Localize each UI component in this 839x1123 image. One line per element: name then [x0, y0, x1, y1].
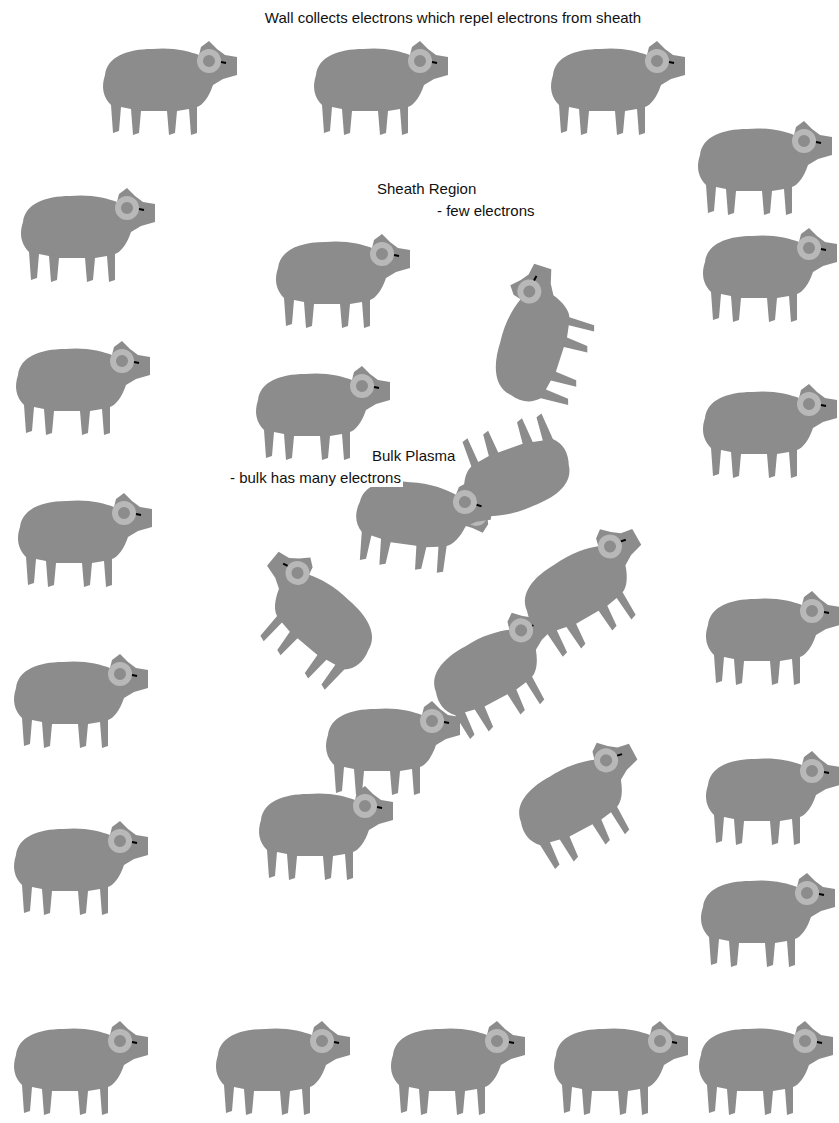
region-heading: Sheath Region [375, 180, 478, 198]
wall-note: Wall collects electrons which repel elec… [263, 9, 643, 27]
region-note: - bulk has many electrons [228, 469, 403, 487]
region-heading: Bulk Plasma [370, 447, 457, 465]
region-note: - few electrons [435, 202, 537, 220]
